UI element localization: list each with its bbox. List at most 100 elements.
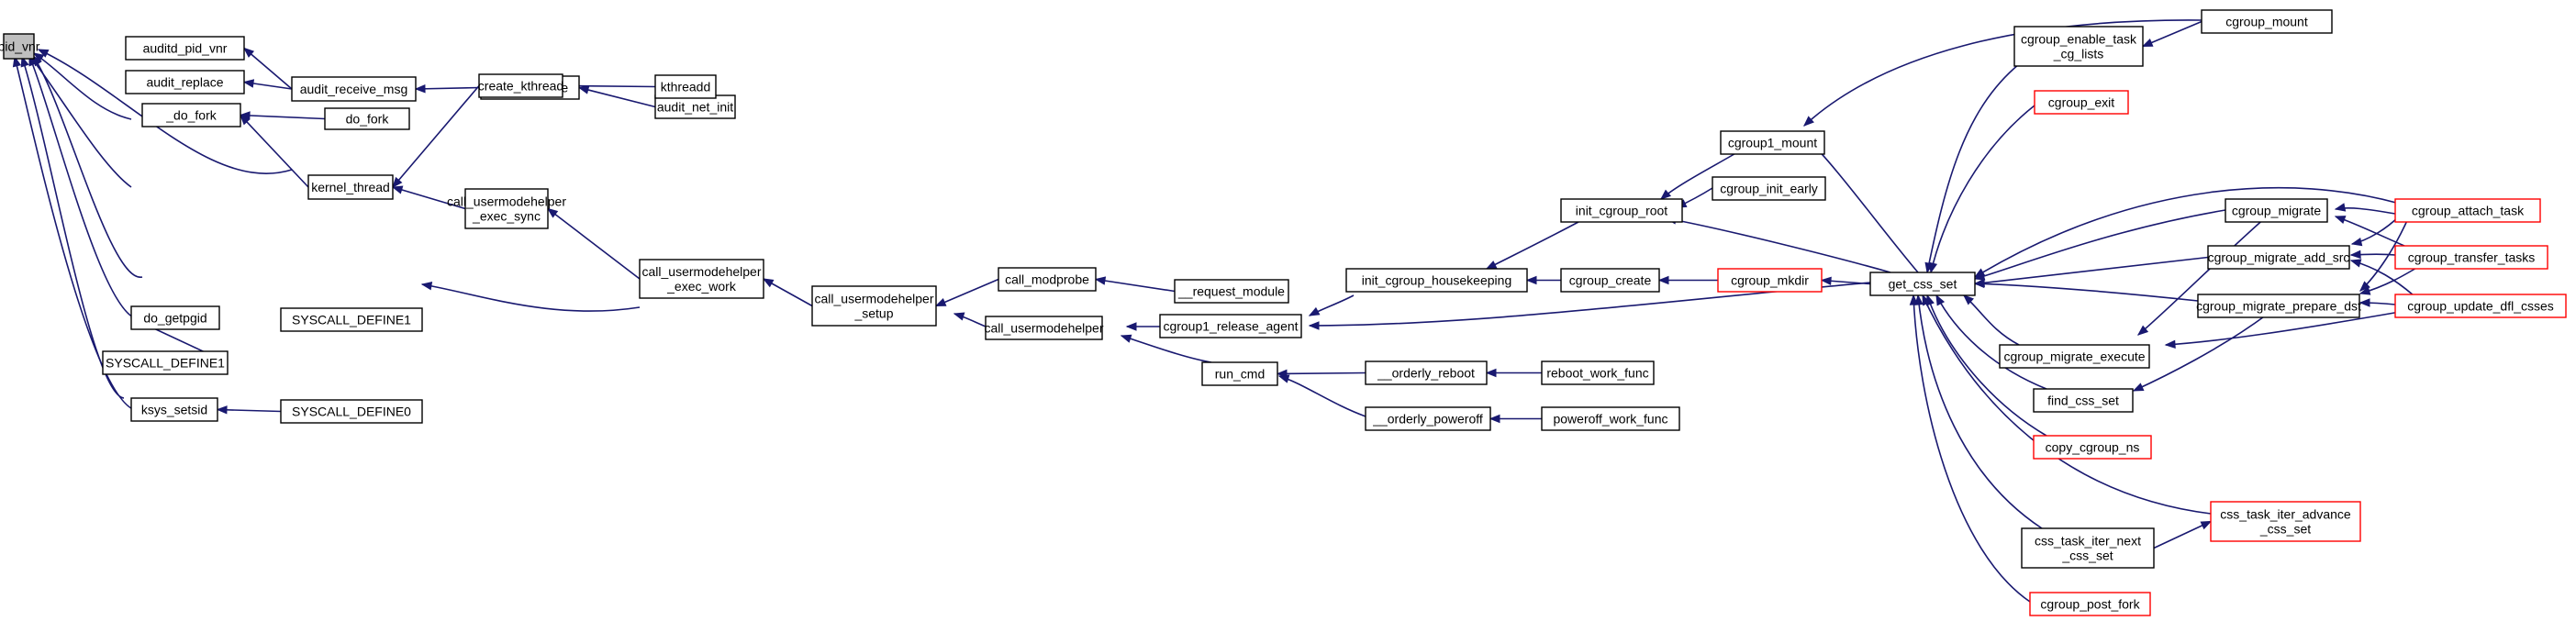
node-poweroff_work_func[interactable]: poweroff_work_func [1541,406,1680,431]
node-cgroup_migrate_execute[interactable]: cgroup_migrate_execute [1999,344,2150,369]
node-cgroup_exit[interactable]: cgroup_exit [2034,90,2129,115]
node-init_cgroup_root[interactable]: init_cgroup_root [1560,198,1683,223]
node-box[interactable] [654,74,717,99]
node-box[interactable] [280,307,423,332]
node-cgroup_migrate[interactable]: cgroup_migrate [2225,198,2328,223]
node-box[interactable] [2394,245,2548,270]
node-box[interactable] [639,259,764,299]
node-get_css_set[interactable]: get_css_set [1869,272,1976,296]
node-cgroup_enable_task_cg_lists[interactable]: cgroup_enable_task_cg_lists [2013,26,2144,67]
node-box[interactable] [1541,360,1655,385]
edge-arrowhead [1962,294,1974,305]
node-box[interactable] [1201,361,1278,386]
node-box[interactable] [280,399,423,424]
node-call_usermodehelper_exec_work[interactable]: call_usermodehelper_exec_work [639,259,764,299]
node-cgroup_migrate_add_src[interactable]: cgroup_migrate_add_src [2207,245,2350,270]
node-SYSCALL_DEFINE0[interactable]: SYSCALL_DEFINE0 [280,399,423,424]
edge-init_cgroup_root-to-init_cgroup_housekeeping [1485,221,1579,270]
node-box[interactable] [2029,592,2151,616]
node-box[interactable] [1560,268,1660,293]
node-box[interactable] [2033,388,2134,413]
node-box[interactable] [2034,90,2129,115]
node-audit_net_init[interactable]: audit_net_init [654,94,736,119]
node-pid_vnr[interactable]: pid_vnr [0,33,40,60]
node-box[interactable] [307,174,394,200]
node-__orderly_reboot[interactable]: __orderly_reboot [1365,360,1488,385]
edge-arrowhead [2359,298,2370,307]
node-box[interactable] [2207,245,2350,270]
node-call_usermodehelper[interactable]: call_usermodehelper [985,316,1104,340]
node-cgroup_mount[interactable]: cgroup_mount [2201,9,2333,34]
node-cgroup_attach_task[interactable]: cgroup_attach_task [2394,198,2541,223]
node-box[interactable] [1560,198,1683,223]
node-box[interactable] [1159,314,1302,338]
node-box[interactable] [1365,360,1488,385]
node-kernel_thread[interactable]: kernel_thread [307,174,394,200]
node-box[interactable] [2201,9,2333,34]
node-do_getpgid[interactable]: do_getpgid [130,305,220,330]
node-box[interactable] [130,305,220,330]
node-box[interactable] [2225,198,2328,223]
node-box[interactable] [2210,501,2361,542]
node-audit_receive_msg[interactable]: audit_receive_msg [291,76,417,102]
node-box[interactable] [985,316,1103,340]
node-__request_module[interactable]: __request_module [1174,279,1289,304]
node-css_task_iter_advance_css_set[interactable]: css_task_iter_advance_css_set [2210,501,2361,542]
node-box[interactable] [478,73,563,98]
node-find_css_set[interactable]: find_css_set [2033,388,2134,413]
node-copy_cgroup_ns[interactable]: copy_cgroup_ns [2033,435,2152,460]
node-box[interactable] [141,103,241,128]
node-box[interactable] [2021,527,2155,569]
node-cgroup_migrate_prepare_dst[interactable]: cgroup_migrate_prepare_dst [2196,294,2361,318]
node-auditd_pid_vnr[interactable]: auditd_pid_vnr [125,36,245,61]
node-cgroup_mkdir[interactable]: cgroup_mkdir [1717,268,1823,293]
node-box[interactable] [1365,406,1491,431]
node-run_cmd[interactable]: run_cmd [1201,361,1278,386]
node-call_modprobe[interactable]: call_modprobe [998,267,1097,292]
node-cgroup_post_fork[interactable]: cgroup_post_fork [2029,592,2151,616]
node-SYSCALL_DEFINE1_a[interactable]: SYSCALL_DEFINE1 [280,307,423,332]
node-_do_fork[interactable]: _do_fork [141,103,241,128]
node-box[interactable] [125,36,245,61]
node-box[interactable] [2197,294,2360,318]
node-css_task_iter_next_css_set[interactable]: css_task_iter_next_css_set [2021,527,2155,569]
node-box[interactable] [291,76,417,102]
node-box[interactable] [2013,26,2144,67]
node-box[interactable] [2033,435,2152,460]
node-box[interactable] [2394,294,2567,318]
node-cgroup_init_early[interactable]: cgroup_init_early [1712,176,1826,201]
node-cgroup1_release_agent[interactable]: cgroup1_release_agent [1159,314,1302,338]
node-cgroup1_mount[interactable]: cgroup1_mount [1720,130,1825,155]
node-create_kthread[interactable]: create_kthread [478,73,563,98]
node-cgroup_update_dfl_csses[interactable]: cgroup_update_dfl_csses [2394,294,2567,318]
node-cgroup_create[interactable]: cgroup_create [1560,268,1660,293]
node-box[interactable] [1999,344,2150,369]
node-box[interactable] [324,107,410,130]
node-SYSCALL_DEFINE1_b[interactable]: SYSCALL_DEFINE1 [102,350,229,375]
node-kthreadd[interactable]: kthreadd [654,74,717,99]
node-box[interactable] [811,285,937,327]
node-cgroup_transfer_tasks[interactable]: cgroup_transfer_tasks [2394,245,2548,270]
node-do_fork[interactable]: do_fork [324,107,410,130]
node-box[interactable] [3,33,35,60]
node-box[interactable] [1712,176,1826,201]
node-box[interactable] [1174,279,1289,304]
node-__orderly_poweroff[interactable]: __orderly_poweroff [1365,406,1491,431]
node-box[interactable] [1345,268,1528,293]
node-box[interactable] [998,267,1097,292]
node-call_usermodehelper_exec_sync[interactable]: call_usermodehelper_exec_sync [447,188,566,229]
node-call_usermodehelper_setup[interactable]: call_usermodehelper_setup [811,285,937,327]
node-box[interactable] [1717,268,1823,293]
node-box[interactable] [102,350,229,375]
node-box[interactable] [130,397,218,422]
node-audit_replace[interactable]: audit_replace [125,70,245,94]
node-box[interactable] [125,70,245,94]
node-init_cgroup_housekeeping[interactable]: init_cgroup_housekeeping [1345,268,1528,293]
node-ksys_setsid[interactable]: ksys_setsid [130,397,218,422]
node-box[interactable] [1541,406,1680,431]
node-box[interactable] [464,188,549,229]
node-box[interactable] [1720,130,1825,155]
node-box[interactable] [2394,198,2541,223]
node-box[interactable] [1869,272,1976,296]
node-reboot_work_func[interactable]: reboot_work_func [1541,360,1655,385]
